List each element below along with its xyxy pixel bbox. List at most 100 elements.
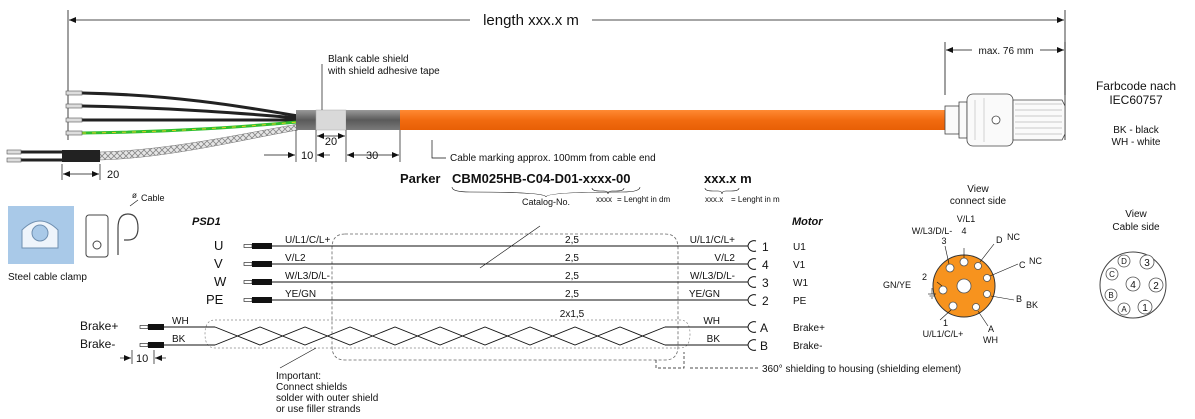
dim-brake-10: 10 — [136, 353, 148, 365]
wire4-size: 2,5 — [565, 289, 579, 300]
dim-left-20: 20 — [107, 169, 119, 181]
pin-c — [983, 274, 991, 282]
length-dimension: length xxx.x m — [67, 10, 1066, 140]
connect-label-3: 3 — [941, 236, 946, 246]
dim-30: 30 — [366, 150, 378, 162]
clamp-cable-label: Cable — [141, 193, 165, 203]
parker-code: CBM025HB-C04-D01-xxxx-00 — [452, 171, 630, 186]
power-wires — [243, 225, 757, 306]
wire4-left: YE/GN — [285, 289, 316, 300]
orange-cable-jacket — [400, 110, 948, 130]
pin-4 — [956, 278, 972, 294]
cable-pin-d: D — [1121, 257, 1127, 266]
brake1-motor: Brake+ — [793, 323, 825, 334]
wire1-pin: 1 — [762, 240, 769, 254]
connect-label-wl3: W/L3/D/L- — [912, 226, 953, 236]
brake1-right: WH — [703, 316, 720, 327]
shield-note-line1: Blank cable shield — [328, 54, 409, 65]
brake2-motor: Brake- — [793, 341, 822, 352]
view-connect-side: View connect side V/ — [883, 184, 1042, 345]
wire4-pin: 2 — [762, 294, 769, 308]
brake2-left: BK — [172, 334, 186, 345]
brake-pair-jacket — [62, 150, 100, 162]
pin-a — [972, 303, 980, 311]
catalog-label: Catalog-No. — [522, 197, 570, 207]
signal-w: W — [214, 274, 227, 289]
cable-pin-2: 2 — [1153, 281, 1159, 292]
wire-black-1 — [81, 91, 299, 118]
connect-label-c: C — [1019, 260, 1026, 270]
pin-d — [974, 262, 982, 270]
wire4-motor: PE — [793, 296, 807, 307]
clamp-dia: ø — [132, 191, 137, 200]
wire3-motor: W1 — [793, 278, 808, 289]
connect-label-4: 4 — [961, 226, 966, 236]
pin-1 — [948, 301, 958, 311]
blank-shield-segment — [315, 109, 347, 131]
cable-pin-3: 3 — [1144, 258, 1150, 269]
connect-label-wh: WH — [983, 335, 998, 345]
parker-brand: Parker — [400, 171, 440, 186]
color-code-title1: Farbcode nach — [1096, 79, 1176, 93]
wire3-size: 2,5 — [565, 271, 579, 282]
adhesive-tape-segment — [346, 110, 400, 130]
important-line3: solder with outer shield — [276, 393, 378, 404]
color-code-title2: IEC60757 — [1109, 93, 1163, 107]
segment-dimensions — [264, 130, 401, 162]
cable-illustration — [6, 90, 1066, 163]
dim-20: 20 — [325, 136, 337, 148]
max-label: max. 76 mm — [978, 46, 1033, 57]
psd1-label: PSD1 — [192, 216, 221, 228]
color-code-legend: Farbcode nach IEC60757 BK - black WH - w… — [1096, 79, 1176, 148]
view-cable-title1: View — [1125, 209, 1147, 220]
wire-green — [81, 120, 299, 135]
color-code-wh: WH - white — [1112, 137, 1161, 148]
cable-pin-a: A — [1121, 305, 1127, 314]
dim-10: 10 — [301, 150, 313, 162]
connect-label-vl1: V/L1 — [957, 214, 976, 224]
connector-plug — [944, 93, 1066, 147]
connect-label-bk: BK — [1026, 300, 1038, 310]
clamp-side-view — [117, 213, 139, 255]
signal-brake-plus: Brake+ — [80, 319, 118, 333]
wire2-size: 2,5 — [565, 253, 579, 264]
important-line1: Important: — [276, 371, 321, 382]
view-connect-title2: connect side — [950, 196, 1007, 207]
brake-dimension — [120, 350, 166, 364]
connect-label-1: 1 — [943, 318, 948, 328]
wire2-motor: V1 — [793, 260, 806, 271]
wire1-right: U/L1/C/L+ — [690, 235, 735, 246]
pin-b — [983, 290, 991, 298]
connect-label-gnye: GN/YE — [883, 280, 911, 290]
outer-shield — [331, 233, 679, 361]
wire3-left: W/L3/D/L- — [285, 271, 330, 282]
wire4-right: YE/GN — [689, 289, 720, 300]
signal-brake-minus: Brake- — [80, 337, 115, 351]
signal-v: V — [214, 256, 223, 271]
color-code-bk: BK - black — [1113, 125, 1160, 136]
connect-label-ul1: U/L1/C/L+ — [923, 329, 964, 339]
signal-pe: PE — [206, 292, 224, 307]
connect-label-nc2: NC — [1029, 256, 1042, 266]
parker-length: xxx.x m — [704, 171, 752, 186]
wire1-size: 2,5 — [565, 235, 579, 246]
signal-u: U — [214, 238, 223, 253]
connect-label-nc1: NC — [1007, 232, 1020, 242]
shielding-note: 360° shielding to housing (shielding ele… — [762, 364, 961, 375]
brake1-pin: A — [760, 321, 768, 335]
brake2-right: BK — [707, 334, 721, 345]
motor-label: Motor — [792, 216, 823, 228]
connect-label-a: A — [988, 324, 994, 334]
wire2-right: V/L2 — [714, 253, 735, 264]
wire2-pin: 4 — [762, 258, 769, 272]
catalog-dm-note: = Lenght in dm — [617, 195, 670, 204]
shield-note: Blank cable shield with shield adhesive … — [321, 54, 440, 110]
catalog-m-note: = Lenght in m — [731, 195, 780, 204]
cable-pin-1: 1 — [1142, 303, 1148, 314]
wire1-motor: U1 — [793, 242, 806, 253]
connect-label-2: 2 — [922, 272, 927, 282]
clamp-front-view — [85, 214, 109, 258]
wire3-pin: 3 — [762, 276, 769, 290]
brake-wires — [139, 321, 757, 351]
wire2-left: V/L2 — [285, 253, 306, 264]
